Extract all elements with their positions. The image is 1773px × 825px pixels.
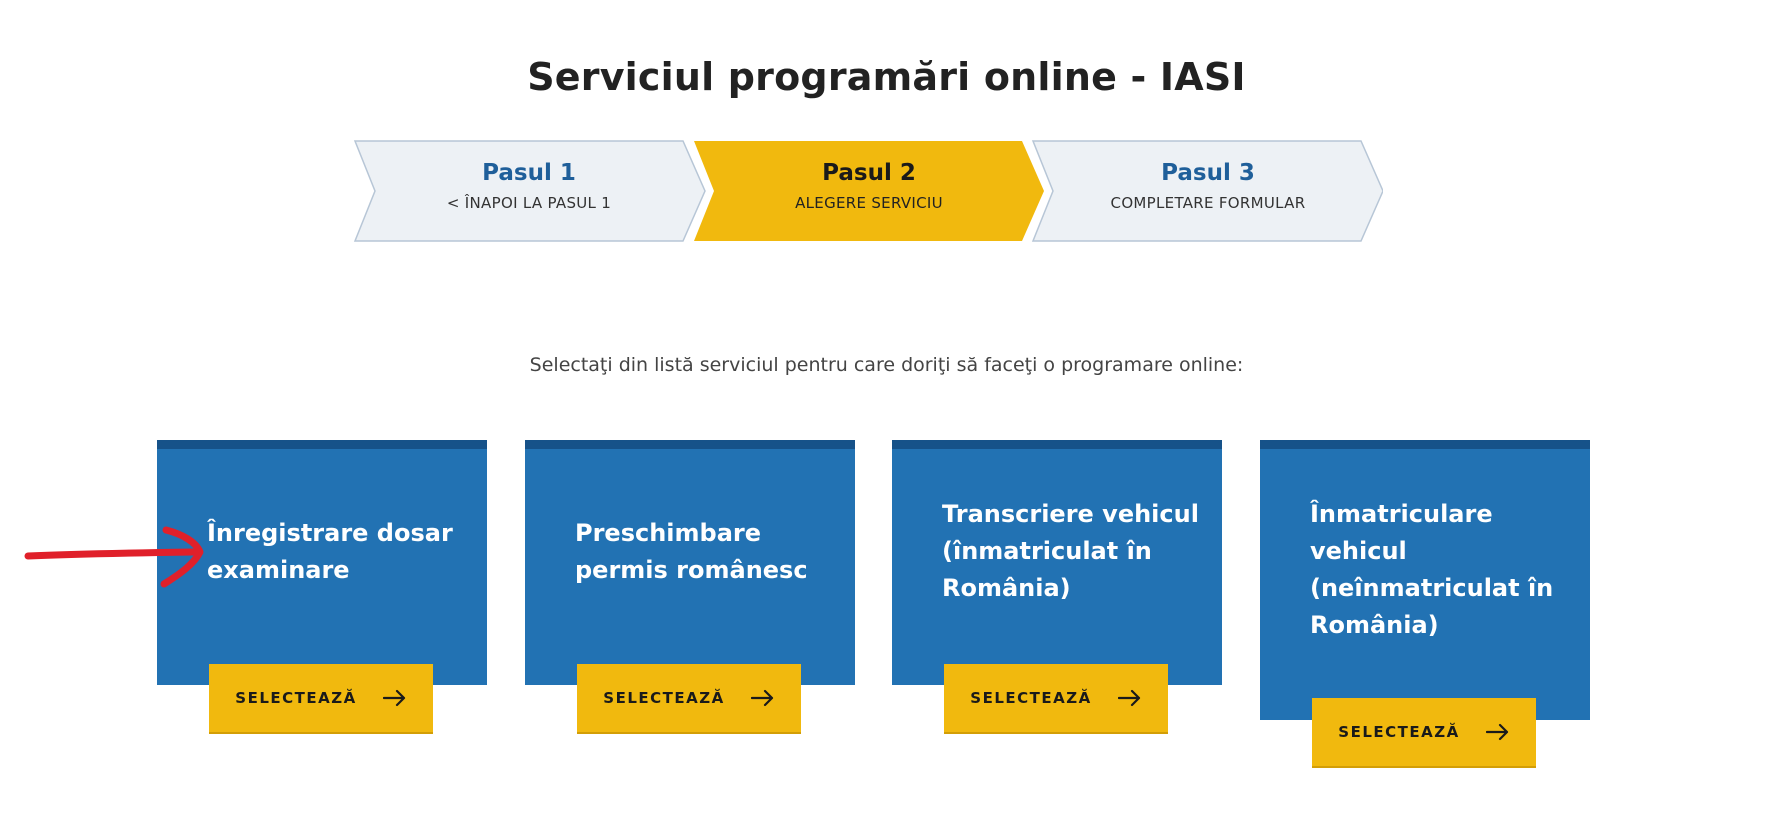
select-service-button[interactable]: SELECTEAZĂ [1312,698,1536,768]
arrow-right-icon [1485,723,1508,741]
step-3-title: Pasul 3 [1161,160,1255,186]
arrow-right-icon [750,689,773,707]
service-card-title: Înmatriculare vehicul (neînmatriculat în… [1310,500,1554,639]
service-card-title: Transcriere vehicul (înmatriculat în Rom… [942,500,1199,602]
service-card: Transcriere vehicul (înmatriculat în Rom… [892,440,1222,734]
back-to-step-1-link[interactable]: < ÎNAPOI LA PASUL 1 [446,194,612,212]
select-button-label: SELECTEAZĂ [235,689,357,707]
steps-chevrons [353,140,1383,242]
select-button-label: SELECTEAZĂ [970,689,1092,707]
step-2-subtitle: ALEGERE SERVICIU [795,194,943,212]
step-2: Pasul 2 ALEGERE SERVICIU [719,139,1019,243]
select-button-label: SELECTEAZĂ [603,689,725,707]
service-card: Preschimbare permis românesc SELECTEAZĂ [525,440,855,734]
step-3-subtitle: COMPLETARE FORMULAR [1110,194,1306,212]
select-service-button[interactable]: SELECTEAZĂ [577,664,801,734]
arrow-right-icon [1117,689,1140,707]
page-title: Serviciul programări online - IASI [527,55,1246,100]
select-service-button[interactable]: SELECTEAZĂ [944,664,1168,734]
service-card: Înregistrare dosar examinare SELECTEAZĂ [157,440,487,734]
step-1[interactable]: Pasul 1 < ÎNAPOI LA PASUL 1 [379,139,679,243]
step-3: Pasul 3 COMPLETARE FORMULAR [1058,139,1358,243]
select-button-label: SELECTEAZĂ [1338,723,1460,741]
instruction-text: Selectaţi din listă serviciul pentru car… [529,354,1244,376]
step-2-title: Pasul 2 [822,160,916,186]
select-service-button[interactable]: SELECTEAZĂ [209,664,433,734]
step-1-title: Pasul 1 [482,160,576,186]
service-card: Înmatriculare vehicul (neînmatriculat în… [1260,440,1590,768]
service-card-title: Înregistrare dosar examinare [207,519,453,584]
red-arrow-icon [24,526,204,588]
service-card-title: Preschimbare permis românesc [575,519,808,584]
progress-steps: Pasul 1 < ÎNAPOI LA PASUL 1 Pasul 2 ALEG… [353,139,1383,243]
arrow-right-icon [382,689,405,707]
